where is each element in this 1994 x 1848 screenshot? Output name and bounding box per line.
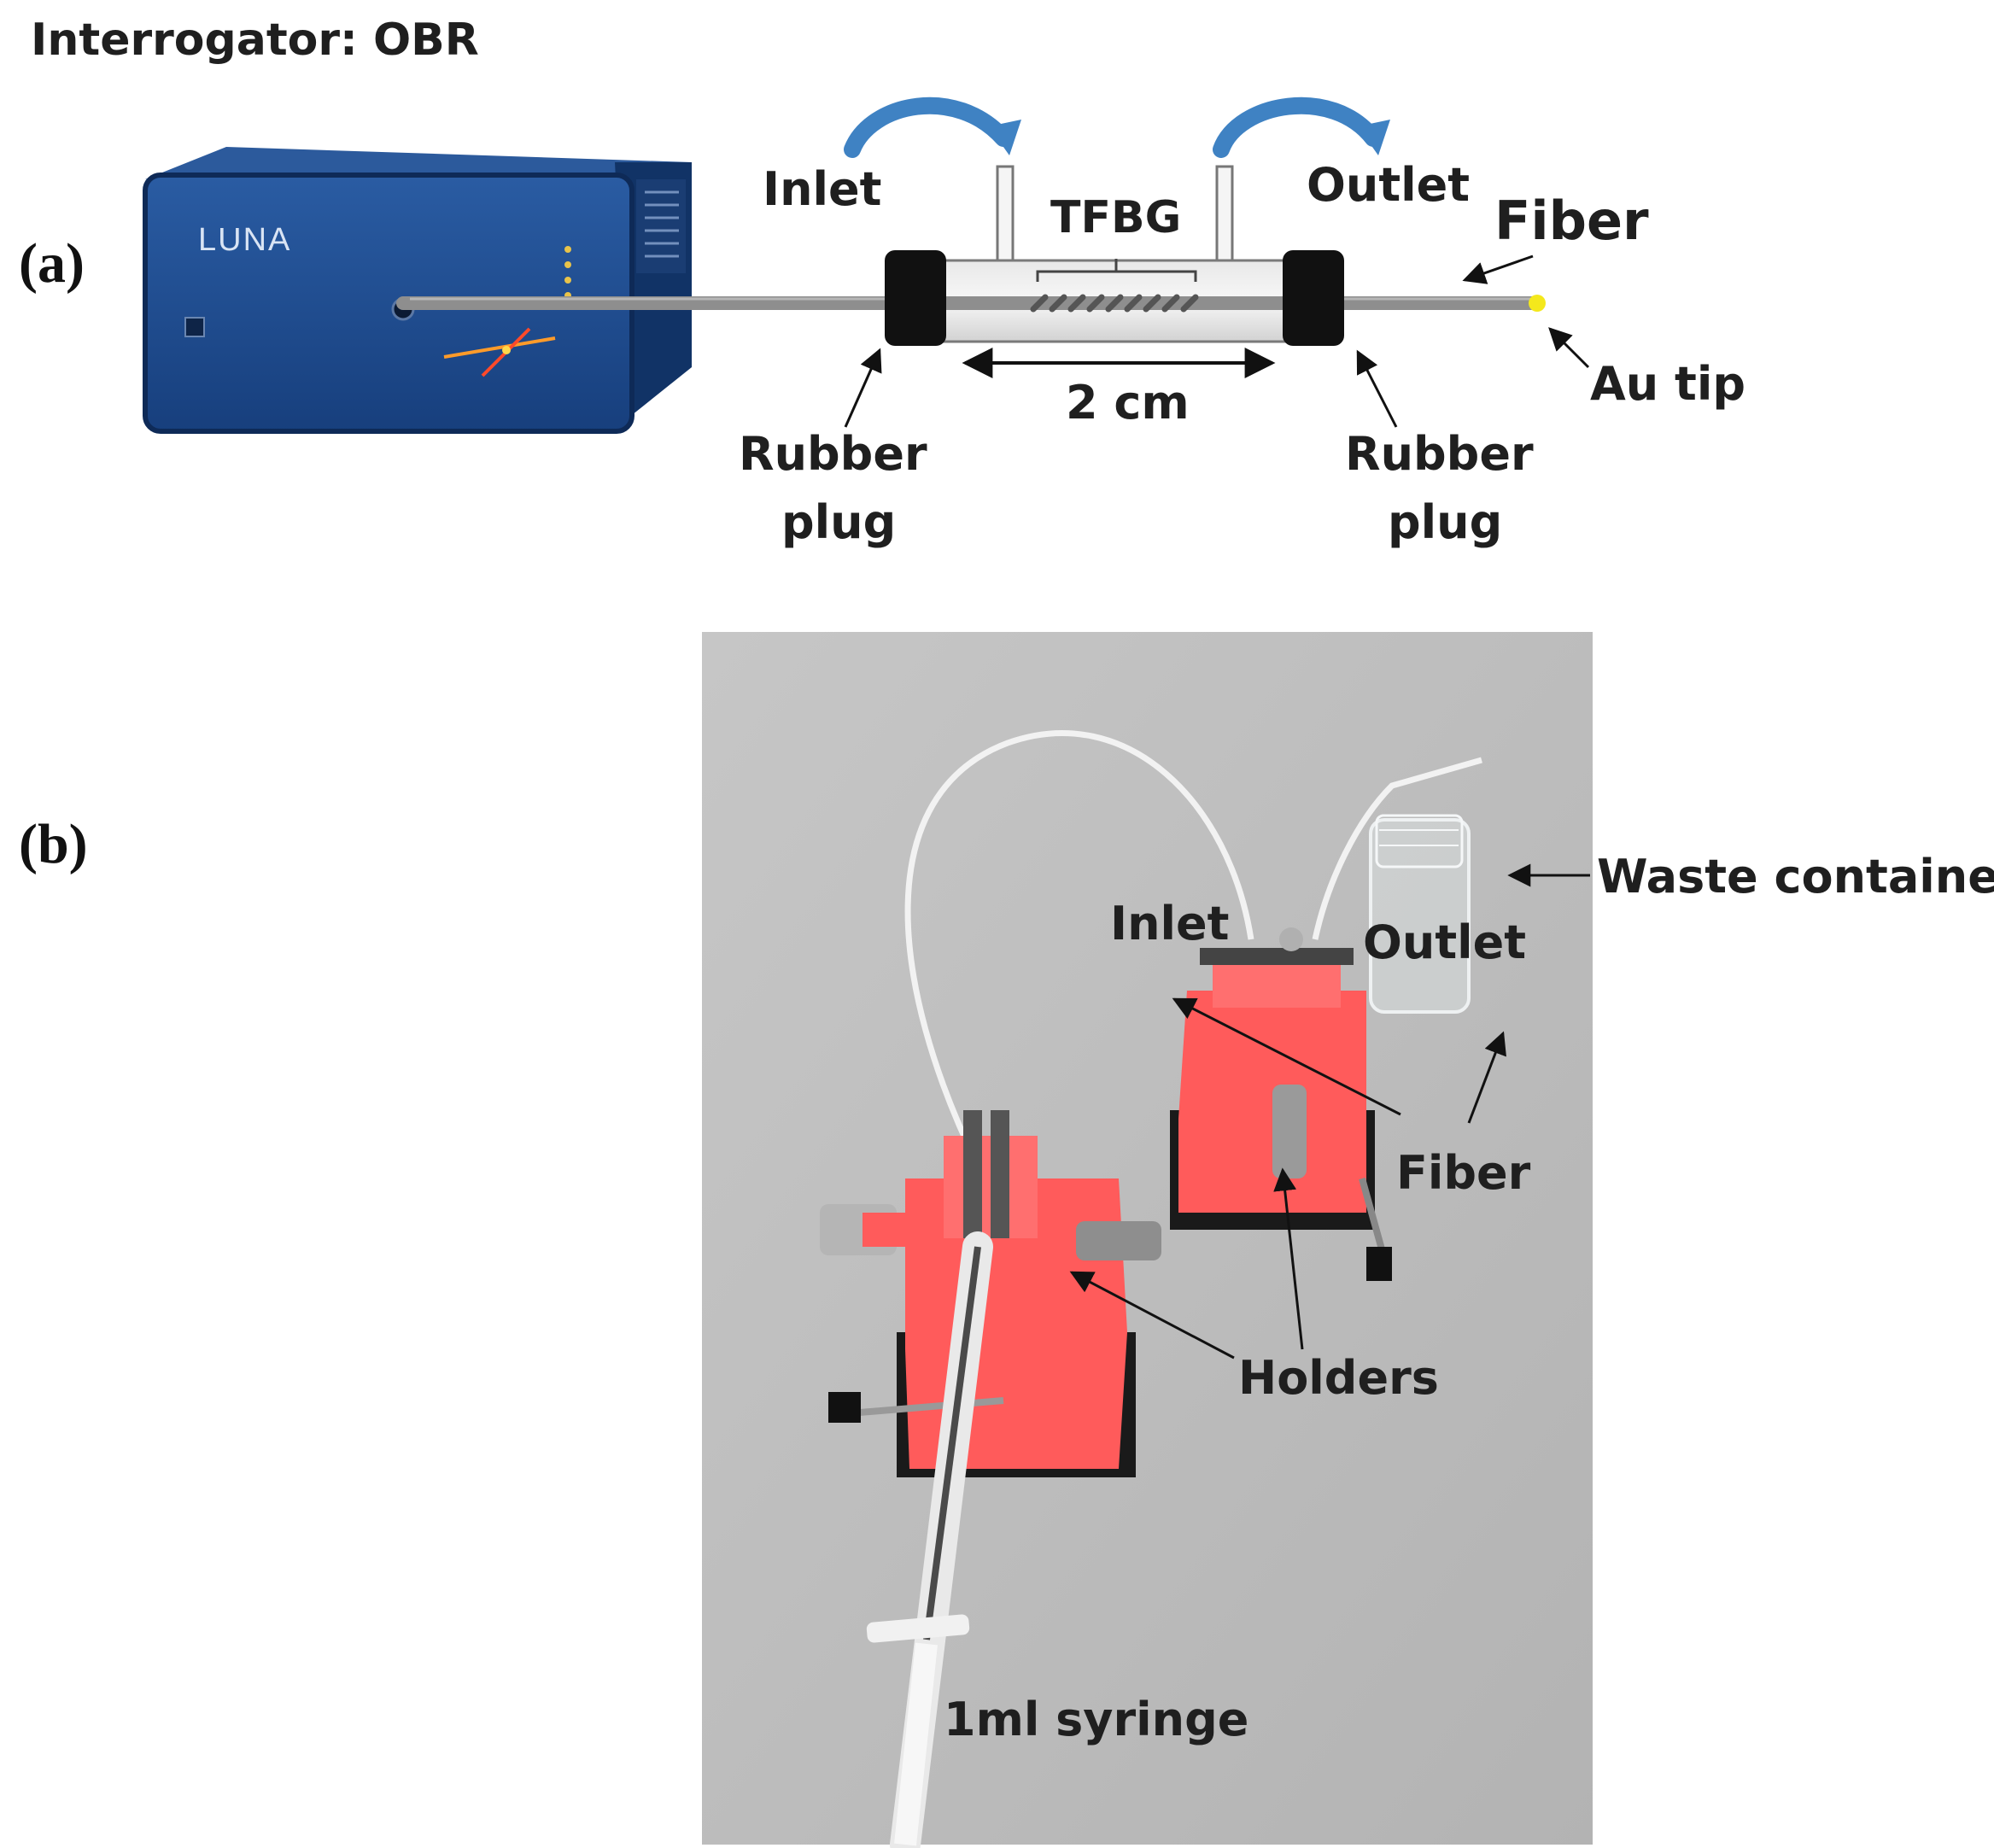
- capillary-tube: [904, 730, 1254, 1167]
- holders-arrow-back: [1273, 1167, 1304, 1350]
- plug-right-arrow: [1356, 349, 1398, 428]
- panel-a-letter: (a): [19, 232, 85, 295]
- rubber-plug-left-label-2: plug: [781, 495, 896, 549]
- tfbg-label: TFBG: [1050, 192, 1181, 243]
- laser-logo-icon: [443, 327, 556, 377]
- outlet-label-a: Outlet: [1307, 158, 1470, 212]
- fiber-arrow-to-outlet: [1467, 1031, 1506, 1124]
- obr-device: LUNA: [143, 147, 692, 434]
- au-tip: [1529, 295, 1546, 312]
- grating-lines: [1030, 294, 1199, 313]
- outlet-label-b: Outlet: [1363, 915, 1526, 969]
- outlet-flow-arrow: [1213, 96, 1382, 158]
- fiber-arrow-to-inlet: [1172, 997, 1401, 1116]
- au-tip-label: Au tip: [1590, 357, 1745, 411]
- inlet-label-b: Inlet: [1110, 897, 1229, 950]
- waste-container-label: Waste container: [1597, 850, 1994, 904]
- holder-back: [1170, 927, 1392, 1281]
- flow-cell: [885, 165, 1344, 346]
- waste-container: [1369, 814, 1471, 1014]
- inlet-label-a: Inlet: [763, 162, 881, 216]
- au-tip-arrow: [1548, 327, 1590, 369]
- status-led: [564, 277, 571, 284]
- power-switch: [184, 317, 205, 337]
- rubber-plug-left: [885, 250, 946, 346]
- fiber-label-b: Fiber: [1396, 1146, 1531, 1200]
- syringe: [866, 1231, 993, 1848]
- rubber-plug-right: [1283, 250, 1344, 346]
- holders-arrow-front: [1069, 1271, 1235, 1360]
- outlet-capillary: [1312, 757, 1482, 940]
- fiber-arrow-a: [1462, 254, 1534, 284]
- plug-left-arrow: [844, 348, 882, 428]
- status-led: [564, 261, 571, 268]
- status-led: [564, 246, 571, 253]
- inlet-flow-arrow: [844, 96, 1012, 158]
- panel-b-letter: (b): [19, 813, 88, 875]
- panel-a: Interrogator: OBR (a) LUNA: [19, 15, 1745, 549]
- panel-b: (b): [19, 632, 1994, 1848]
- rubber-plug-left-label-1: Rubber: [739, 427, 927, 481]
- luna-logo: LUNA: [198, 222, 291, 258]
- syringe-label: 1ml syringe: [944, 1693, 1248, 1746]
- holders-label: Holders: [1238, 1351, 1439, 1405]
- fiber-label-a: Fiber: [1494, 190, 1649, 252]
- rubber-plug-right-label-2: plug: [1388, 495, 1502, 549]
- outlet-tube: [1215, 165, 1234, 266]
- holder-front: [820, 1110, 1161, 1477]
- inlet-tube: [996, 165, 1015, 266]
- length-label: 2 cm: [1066, 376, 1190, 430]
- interrogator-title: Interrogator: OBR: [31, 15, 479, 66]
- rubber-plug-right-label-1: Rubber: [1345, 427, 1534, 481]
